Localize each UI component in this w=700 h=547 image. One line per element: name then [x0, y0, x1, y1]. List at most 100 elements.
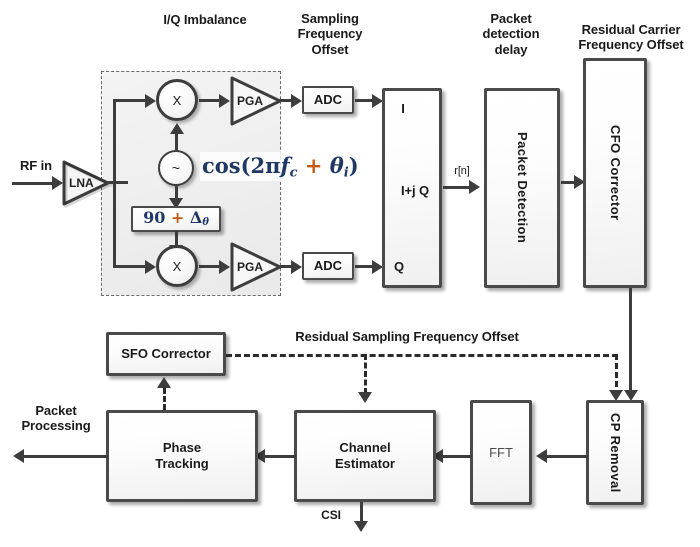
- annotation-residual-carrier-frequency-offset: Residual Carrier Frequency Offset: [578, 22, 684, 53]
- annotation-sampling-frequency-offset: Sampling Frequency Offset: [297, 11, 363, 57]
- arrow-into-sfo-corrector: [157, 377, 171, 388]
- arrow-into-pga-q: [219, 260, 230, 274]
- annotation-residual-sampling-frequency-offset: Residual Sampling Frequency Offset: [295, 329, 519, 344]
- wire-mixer-i-to-pga-i: [199, 99, 223, 102]
- wire-cp-removal-to-fft: [540, 455, 588, 458]
- packet-detection-block: Packet Detection: [484, 88, 560, 288]
- adc-i-label: ADC: [313, 92, 343, 108]
- lna-amplifier: LNA: [60, 158, 114, 209]
- output-label-packet-processing: Packet Processing: [21, 403, 91, 434]
- wire-lna-to-split: [106, 181, 128, 184]
- wire-cfo-to-cp-removal: [629, 288, 632, 396]
- mixer-i: X: [156, 79, 198, 121]
- cp-removal-block: CP Removal: [586, 400, 644, 505]
- wire-mixer-q-to-pga-q: [199, 265, 223, 268]
- arrow-into-iq-i: [372, 94, 383, 108]
- phase-shift-delta: Δ: [189, 208, 203, 228]
- cp-removal-label: CP Removal: [607, 412, 623, 493]
- pga-q-label: PGA: [237, 260, 264, 274]
- local-oscillator: ~: [158, 150, 194, 186]
- adc-q-label: ADC: [313, 258, 343, 274]
- formula-lead: cos(2π: [202, 153, 281, 178]
- wire-phase-shift-to-mixer-q: [175, 231, 178, 249]
- arrow-into-adc-q: [291, 260, 302, 274]
- formula-tail: ): [348, 153, 359, 178]
- arrow-rf-in-to-lna: [52, 176, 63, 190]
- arrow-into-phase-tracking: [254, 449, 265, 463]
- iq-label-i: I: [401, 101, 405, 116]
- dashed-wire-sfo-to-channel-estimator: [364, 354, 367, 394]
- channel-estimator-label: Channel Estimator: [335, 440, 395, 471]
- oscillator-label: ~: [171, 160, 181, 176]
- formula-operator: +: [297, 153, 330, 178]
- mixer-q-label: X: [172, 258, 182, 274]
- arrow-packet-processing-output: [13, 449, 24, 463]
- arrow-into-mixer-i: [145, 94, 156, 108]
- wire-osc-to-phase-shift: [175, 185, 178, 203]
- wire-pga-i-to-adc-i: [278, 99, 294, 102]
- wire-osc-to-mixer-i: [175, 134, 178, 156]
- mixer-q: X: [156, 245, 198, 287]
- formula-sub-c: c: [289, 165, 298, 181]
- mixer-i-label: X: [172, 92, 182, 108]
- arrow-csi-output: [354, 521, 368, 532]
- wire-channel-estimator-to-phase-tracking: [258, 455, 296, 458]
- phase-shift-expression: 90 + Δθ: [143, 208, 209, 229]
- signal-label-rf-in: RF in: [20, 158, 52, 173]
- arrow-into-channel-estimator: [432, 449, 443, 463]
- adc-q-block: ADC: [302, 252, 354, 280]
- iq-label-q: Q: [393, 259, 404, 274]
- arrow-into-fft: [536, 449, 547, 463]
- signal-label-csi: CSI: [321, 508, 341, 522]
- pga-i-amplifier: PGA: [228, 74, 284, 128]
- wire-rf-in-to-lna: [12, 182, 54, 185]
- wire-split-to-mixer-q: [113, 265, 147, 268]
- fft-label: FFT: [489, 444, 513, 460]
- wire-phase-tracking-to-output: [24, 455, 108, 458]
- pga-q-amplifier: PGA: [228, 240, 284, 294]
- adc-i-block: ADC: [302, 86, 354, 114]
- annotation-packet-detection-delay: Packet detection delay: [482, 11, 540, 57]
- wire-packet-detection-to-cfo: [561, 181, 579, 184]
- wire-split-bus: [113, 100, 116, 268]
- signal-label-rn: r[n]: [454, 165, 470, 177]
- fft-block: FFT: [470, 400, 532, 505]
- wire-iq-to-packet-detection: [443, 186, 473, 189]
- wire-adc-i-to-iq: [355, 99, 377, 102]
- phase-shift-degrees: 90: [143, 208, 166, 228]
- phase-shift-subscript: θ: [202, 217, 209, 229]
- formula-sub-i: i: [343, 165, 349, 181]
- wire-pga-q-to-adc-q: [278, 265, 294, 268]
- arrow-sfo-to-cp-removal: [609, 390, 623, 401]
- carrier-formula: cos(2πfc + θi): [200, 152, 361, 182]
- dashed-wire-residual-sfo-bus: [226, 354, 618, 357]
- wire-fft-to-channel-estimator: [436, 455, 472, 458]
- formula-var-theta: θ: [329, 153, 344, 178]
- dashed-wire-phase-tracking-to-sfo: [163, 388, 166, 410]
- arrow-into-iq-q: [372, 260, 383, 274]
- arrow-into-mixer-q: [145, 260, 156, 274]
- arrow-into-packet-detection: [469, 180, 480, 194]
- iq-combiner-block: I I+j Q Q: [382, 88, 442, 288]
- phase-tracking-block: Phase Tracking: [106, 410, 258, 502]
- phase-tracking-label: Phase Tracking: [155, 440, 209, 471]
- wire-channel-estimator-to-csi: [360, 502, 363, 526]
- packet-detection-label: Packet Detection: [514, 132, 530, 244]
- arrow-osc-to-phase-shift: [169, 198, 183, 209]
- cfo-corrector-block: CFO Corrector: [583, 58, 647, 288]
- arrow-into-cp-removal: [624, 390, 638, 401]
- pga-i-label: PGA: [237, 94, 264, 108]
- annotation-iq-imbalance: I/Q Imbalance: [163, 12, 247, 27]
- wire-adc-q-to-iq: [355, 265, 377, 268]
- arrow-into-cfo-corrector: [574, 175, 585, 189]
- sfo-corrector-label: SFO Corrector: [121, 346, 211, 362]
- arrow-osc-to-mixer-i: [170, 123, 184, 134]
- channel-estimator-block: Channel Estimator: [294, 410, 436, 502]
- iq-label-i-plus-jq: I+j Q: [400, 183, 430, 198]
- wire-split-to-mixer-i: [113, 99, 147, 102]
- phase-shift-operator: +: [165, 208, 190, 228]
- formula-var-fc: f: [280, 153, 290, 178]
- lna-label: LNA: [69, 176, 94, 190]
- phase-shift-block: 90 + Δθ: [131, 206, 221, 232]
